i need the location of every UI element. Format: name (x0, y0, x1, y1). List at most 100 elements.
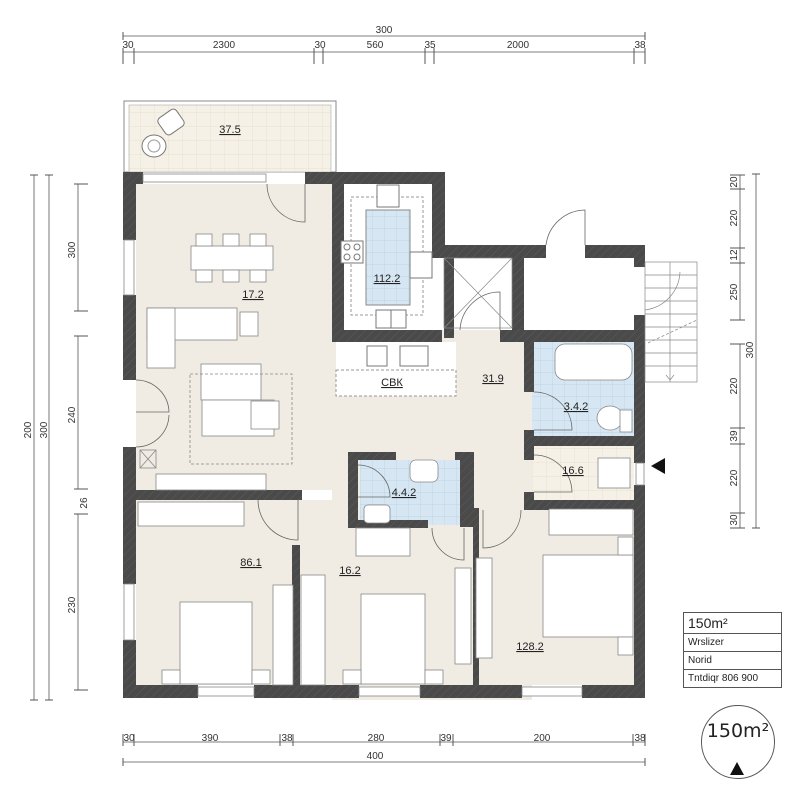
wardrobe-icon (548, 508, 634, 536)
dim-bottom-seg: 280 (368, 733, 385, 744)
wardrobe-icon (355, 527, 411, 557)
dim-bottom-seg: 38 (281, 733, 293, 744)
living-furniture: 17.2 (139, 233, 293, 491)
wardrobe-icon (475, 557, 493, 659)
door-swing-closet (459, 291, 501, 331)
dim-right-seg: 12 (729, 249, 740, 261)
dining-table-icon (190, 245, 274, 271)
room-label-wc: 16.6 (562, 465, 583, 477)
kitchen-furniture: 112.2 (340, 184, 433, 329)
dim-top-seg: 560 (367, 40, 384, 51)
door-swing-shower (357, 464, 391, 498)
dim-bottom-seg: 200 (534, 733, 551, 744)
dim-right-seg: 30 (729, 514, 740, 526)
left-dimensions: 200 300 300 240 26 230 (23, 174, 90, 701)
dim-right-seg: 250 (729, 283, 740, 300)
dim-left-seg: 300 (67, 241, 78, 258)
bed-icon (542, 554, 634, 638)
sink-icon-2 (363, 504, 391, 524)
windows (123, 173, 645, 697)
entry-arrow-icon (651, 458, 665, 474)
terrace: 37.5 (123, 100, 337, 173)
dim-right-seg: 220 (729, 209, 740, 226)
couch-icon (200, 363, 262, 401)
room-label-pantry: СВК (381, 377, 403, 389)
wardrobe-icon (272, 584, 294, 686)
bathroom-fixtures: 3.4.2 (554, 343, 633, 433)
washbasin-icon (597, 457, 631, 489)
dim-bottom-seg: 39 (440, 733, 452, 744)
bedroom-furniture: 86.1 16.2 128.2 (137, 501, 634, 686)
dim-top-seg: 38 (634, 40, 646, 51)
stove-icon (376, 184, 400, 208)
dim-left-seg: 26 (79, 497, 90, 509)
room-label-shower: 4.4.2 (392, 487, 416, 499)
bed-icon (179, 601, 253, 685)
door-swing-wc (533, 454, 573, 493)
lounge-chair-icon (141, 108, 185, 158)
shower-fixtures: 4.4.2 (363, 459, 439, 524)
door-swing-bedroom-2 (431, 527, 465, 561)
dim-bottom-seg: 38 (634, 733, 646, 744)
dim-bottom-seg: 30 (123, 733, 135, 744)
door-swing-bedroom-1 (257, 499, 299, 541)
right-dimensions: 20 220 12 250 220 39 220 30 300 (729, 173, 760, 529)
room-label-kitchen: 112.2 (374, 273, 401, 285)
compass-label: 150m² (706, 720, 770, 742)
bed-icon (360, 593, 426, 685)
appliance-icon (409, 251, 433, 279)
room-label-bedroom-1: 86.1 (240, 557, 261, 569)
door-swing-terrace (266, 183, 306, 223)
cooktop-icon (340, 240, 364, 264)
dim-top-seg: 30 (122, 40, 134, 51)
room-label-master: 128.2 (516, 641, 544, 653)
shaft (443, 257, 513, 329)
dim-top-seg: 2000 (507, 40, 530, 51)
top-dimensions: 300 30 2300 30 560 35 2000 38 (122, 25, 646, 64)
dim-top-total: 300 (376, 25, 393, 36)
room-label-hall: 31.9 (482, 373, 503, 385)
room-label-bedroom-2: 16.2 (339, 565, 360, 577)
legend-row: Wrslizer (684, 634, 781, 652)
dim-bottom-seg: 390 (202, 733, 219, 744)
dim-right-seg: 220 (729, 469, 740, 486)
dim-left-outer-1: 200 (23, 421, 34, 438)
door-swing-entry (545, 209, 586, 246)
room-label-bathroom: 3.4.2 (564, 401, 588, 413)
bottom-dimensions: 30 390 38 280 39 200 38 400 (122, 733, 646, 766)
toilet-icon (596, 405, 624, 431)
dim-right-seg: 39 (729, 430, 740, 442)
sink-icon (409, 459, 439, 483)
doors (135, 183, 586, 561)
wardrobe-icon (300, 574, 326, 686)
bathtub-icon (554, 343, 633, 381)
tv-unit-icon (155, 473, 267, 491)
pantry: СВК (335, 345, 457, 397)
dim-right-seg: 220 (729, 377, 740, 394)
dim-top-seg: 35 (424, 40, 436, 51)
legend-row: Norid (684, 652, 781, 670)
sink-icon (399, 345, 429, 367)
room-label-terrace: 37.5 (219, 124, 240, 136)
dim-right-total: 300 (745, 341, 756, 358)
dim-left-seg: 230 (67, 596, 78, 613)
compass: 150m² (701, 705, 775, 779)
legend-table: 150m² Wrslizer Norid Tntdiqr 806 900 (683, 612, 782, 688)
room-label-living: 17.2 (242, 289, 263, 301)
wardrobe-icon (137, 501, 245, 527)
dim-bottom-total: 400 (367, 751, 384, 762)
dim-left-seg: 240 (67, 406, 78, 423)
dim-right-seg: 20 (729, 176, 740, 188)
staircase (644, 261, 698, 383)
door-swing-master (482, 509, 522, 549)
wardrobe-icon (454, 567, 472, 665)
dim-top-seg: 30 (314, 40, 326, 51)
legend-row: Tntdiqr 806 900 (688, 673, 759, 684)
north-arrow-icon (730, 762, 744, 775)
dim-top-seg: 2300 (213, 40, 236, 51)
door-swing-left-1 (135, 379, 170, 413)
door-swing-left-2 (135, 414, 170, 448)
dim-left-outer-2: 300 (39, 421, 50, 438)
legend-area: 150m² (684, 613, 781, 634)
